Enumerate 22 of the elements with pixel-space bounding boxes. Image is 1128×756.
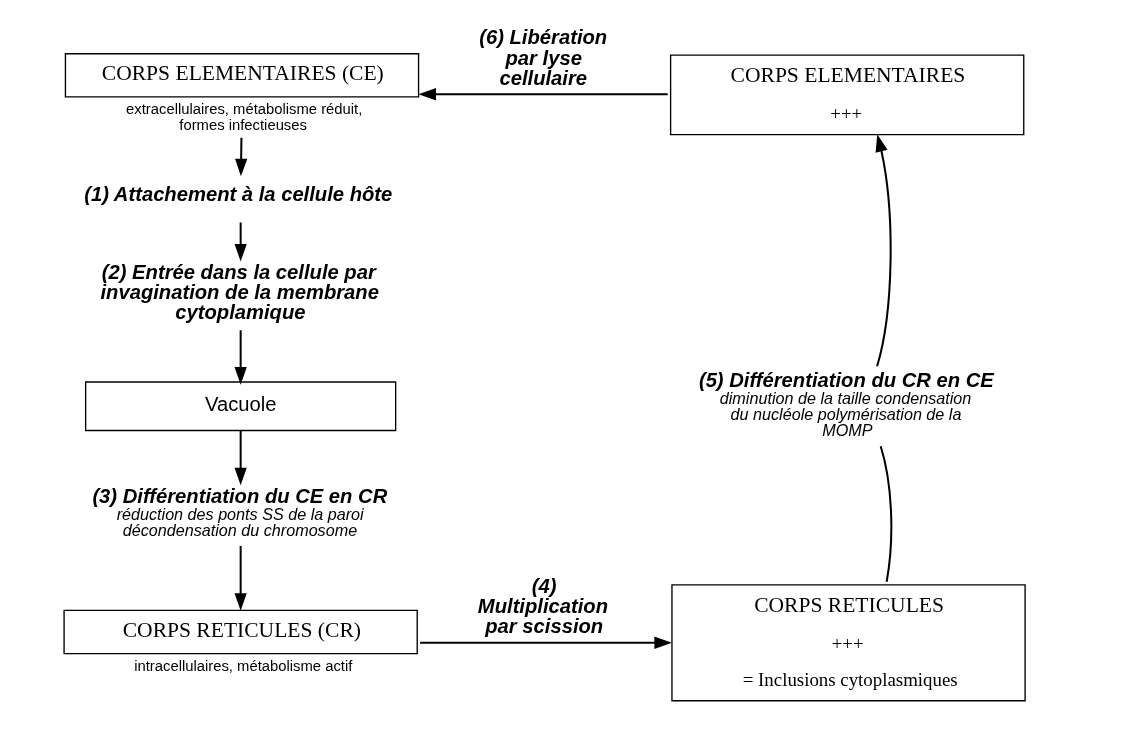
node-box: CORPS RETICULES +++ = Inclusions cytoplasmiques bbox=[671, 584, 1026, 702]
node-label: intracellulaires, métabolisme actif bbox=[134, 657, 353, 674]
node-label: extracellulaires, métabolisme réduit, formes infectieuses bbox=[126, 101, 363, 134]
node-box: CORPS RETICULES (CR) bbox=[63, 609, 418, 655]
arrow bbox=[234, 545, 247, 611]
node-text: (5) Différentiation du CR en CE diminution de la taille condensation du nucléole polymérisation de la MOMP bbox=[698, 368, 994, 440]
arrow bbox=[235, 137, 248, 177]
node-text: (3) Différentiation du CE en CR réduction des ponts SS de la paroi décondensation du chromosome bbox=[92, 484, 388, 539]
arrow bbox=[875, 134, 892, 367]
edge-label: (6) Libération par lyse cellulaire bbox=[479, 26, 608, 89]
arrow bbox=[234, 430, 247, 486]
node-text: (2) Entrée dans la cellule par invagination de la membrane cytoplamique bbox=[100, 260, 379, 324]
node-box: CORPS ELEMENTAIRES (CE) bbox=[64, 53, 420, 98]
node-text: (1) Attachement à la cellule hôte bbox=[84, 183, 393, 206]
arrow bbox=[420, 636, 672, 649]
edge-label: (4) Multiplication par scission bbox=[477, 574, 609, 638]
node-box: Vacuole bbox=[84, 381, 397, 432]
arrow bbox=[234, 330, 247, 385]
arrow bbox=[234, 222, 247, 262]
connector bbox=[879, 445, 893, 582]
arrow bbox=[418, 88, 668, 101]
node-box: CORPS ELEMENTAIRES +++ bbox=[669, 54, 1025, 136]
